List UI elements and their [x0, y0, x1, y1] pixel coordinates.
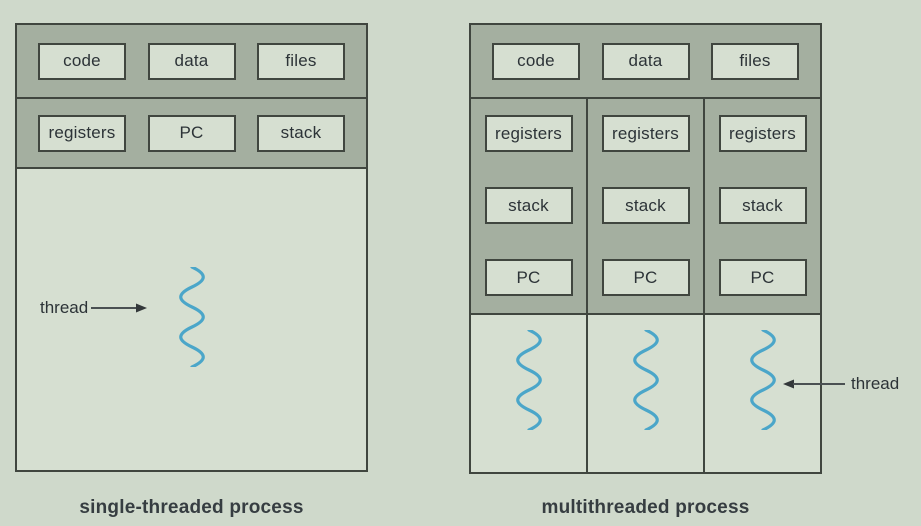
pc-box: PC	[601, 259, 690, 296]
stack-box: stack	[257, 114, 345, 152]
thread-wave-icon	[179, 267, 205, 367]
single-threaded-process-box: code data files registers PC stack threa…	[15, 23, 368, 472]
thread-callout: thread	[782, 374, 899, 394]
files-label: files	[285, 51, 317, 70]
registers-label: registers	[48, 123, 116, 142]
pc-box: PC	[718, 259, 807, 296]
code-box: code	[38, 42, 126, 80]
shared-resources-row: code data files	[471, 25, 820, 99]
files-box: files	[711, 42, 799, 80]
thread-label: thread	[851, 374, 900, 393]
stack-label: stack	[742, 195, 783, 215]
stack-label: stack	[625, 195, 666, 215]
data-box: data	[147, 42, 236, 80]
thread-1-context-column: registers stack PC	[471, 99, 588, 313]
registers-label: registers	[729, 123, 796, 143]
pc-box: PC	[484, 259, 573, 296]
thread-3-context-column: registers stack PC	[705, 99, 820, 313]
pc-label: PC	[633, 267, 658, 287]
thread-wave-icon	[515, 330, 542, 430]
data-label: data	[174, 51, 209, 70]
code-box: code	[492, 42, 580, 80]
data-label: data	[628, 51, 663, 70]
registers-box: registers	[38, 114, 126, 152]
thread-3-wave-column	[705, 315, 820, 472]
registers-box: registers	[718, 115, 807, 152]
stack-box: stack	[601, 187, 690, 224]
thread-2-wave-column	[588, 315, 705, 472]
arrow-right-icon	[91, 303, 148, 313]
thread-area: thread	[17, 169, 366, 470]
thread-wave-icon	[749, 330, 776, 430]
thread-1-wave-column	[471, 315, 588, 472]
thread-wave-columns	[471, 315, 820, 472]
pc-label: PC	[750, 267, 775, 287]
thread-wave-icon	[632, 330, 659, 430]
stack-label: stack	[280, 123, 322, 142]
thread-label: thread	[40, 298, 89, 317]
stack-box: stack	[484, 187, 573, 224]
stack-label: stack	[508, 195, 549, 215]
arrow-left-icon	[783, 379, 845, 389]
registers-label: registers	[612, 123, 679, 143]
multithreaded-caption: multithreaded process	[541, 497, 750, 518]
files-label: files	[739, 51, 771, 70]
thread-2-context-column: registers stack PC	[588, 99, 705, 313]
registers-box: registers	[484, 115, 573, 152]
code-label: code	[517, 51, 555, 70]
thread-context-columns: registers stack PC registers stack PC	[471, 99, 820, 315]
stack-box: stack	[718, 187, 807, 224]
pc-label: PC	[516, 267, 541, 287]
pc-label: PC	[179, 123, 204, 142]
thread-callout: thread	[40, 298, 148, 318]
thread-context-row: registers PC stack	[17, 99, 366, 169]
files-box: files	[257, 42, 345, 80]
single-threaded-caption: single-threaded process	[79, 497, 304, 518]
multithreaded-process-box: code data files registers stack PC	[469, 23, 822, 474]
code-label: code	[63, 51, 101, 70]
shared-resources-row: code data files	[17, 25, 366, 99]
registers-box: registers	[601, 115, 690, 152]
data-box: data	[601, 42, 690, 80]
pc-box: PC	[147, 114, 236, 152]
registers-label: registers	[495, 123, 562, 143]
